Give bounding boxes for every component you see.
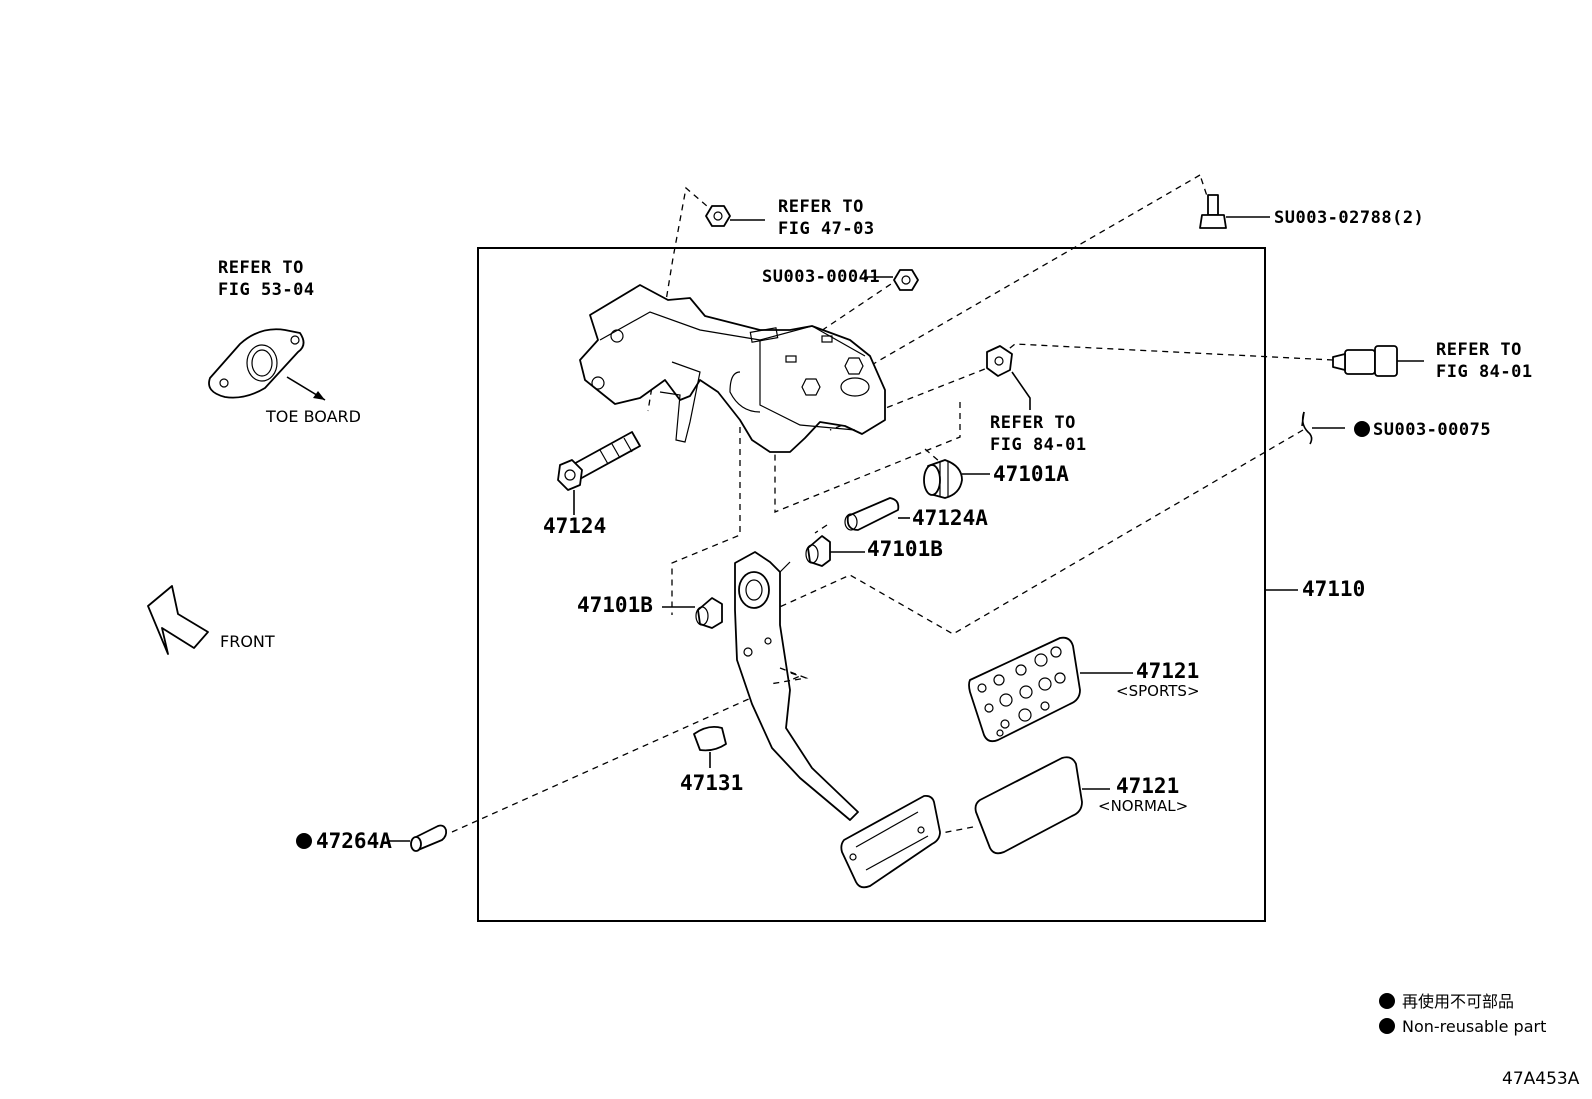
- ref-fig-84-01-switch-line1: REFER TO: [1436, 340, 1522, 360]
- pedal-pad-sports: [968, 636, 1133, 743]
- collar-47124A: [844, 497, 910, 531]
- figure-code: 47A453A: [1502, 1069, 1580, 1089]
- label-47131: 47131: [680, 771, 743, 795]
- ref-fig-53-04-line2: FIG 53-04: [218, 280, 315, 300]
- label-47101A: 47101A: [993, 462, 1069, 486]
- nut-su003-00041: [864, 269, 919, 291]
- legend-en: Non-reusable part: [1402, 1017, 1546, 1036]
- ref-fig-84-01-switch-line2: FIG 84-01: [1436, 362, 1533, 382]
- ref-fig-53-04-line1: REFER TO: [218, 258, 304, 278]
- label-47101B-right: 47101B: [867, 537, 943, 561]
- label-front: FRONT: [220, 632, 275, 651]
- label-47124: 47124: [543, 514, 606, 538]
- label-su003-00041: SU003-00041: [762, 267, 880, 287]
- legend-bullet-en: [1379, 1018, 1395, 1034]
- ref-fig-47-03-line1: REFER TO: [778, 197, 864, 217]
- label-sports: <SPORTS>: [1116, 682, 1200, 700]
- pin-47264A: [388, 824, 448, 852]
- nonreusable-bullet-su003-00075: [1354, 421, 1370, 437]
- stopper-47131: [693, 725, 727, 768]
- toe-board-gasket: [208, 328, 326, 401]
- pedal-pad-base: [840, 794, 941, 889]
- ref-fig-47-03-line2: FIG 47-03: [778, 219, 875, 239]
- label-47101B-left: 47101B: [577, 593, 653, 617]
- switch-fig-84-01: [1332, 345, 1424, 377]
- bushing-47101B-left: [662, 597, 723, 629]
- bolt-47124: [557, 431, 641, 515]
- pedal-bracket: [579, 284, 886, 453]
- clip-su003-00075: [1301, 411, 1345, 445]
- label-su003-02788: SU003-02788(2): [1274, 208, 1424, 228]
- legend-bullet-jp: [1379, 993, 1395, 1009]
- brake-pedal-arm: [734, 551, 859, 821]
- nonreusable-bullet-47264A: [296, 833, 312, 849]
- nut-fig-47-03: [705, 205, 765, 227]
- label-47124A: 47124A: [912, 506, 988, 530]
- ref-fig-84-01-bracket-line2: FIG 84-01: [990, 435, 1087, 455]
- assembly-box: [477, 247, 1266, 922]
- label-47121-normal: 47121: [1116, 774, 1179, 798]
- pedal-pad-normal: [974, 756, 1110, 855]
- label-47121-sports: 47121: [1136, 659, 1199, 683]
- label-47264A: 47264A: [316, 829, 392, 853]
- bolt-su003-02788: [1199, 194, 1270, 229]
- bracket-fig-84-01: [986, 345, 1031, 410]
- label-toe-board: TOE BOARD: [265, 407, 361, 426]
- label-47110: 47110: [1302, 577, 1365, 601]
- front-arrow-icon: [147, 585, 209, 655]
- bushing-47101A: [923, 459, 990, 499]
- ref-fig-84-01-bracket-line1: REFER TO: [990, 413, 1076, 433]
- label-su003-00075: SU003-00075: [1373, 420, 1491, 440]
- legend-jp: 再使用不可部品: [1402, 992, 1514, 1011]
- label-normal: <NORMAL>: [1098, 797, 1188, 815]
- bushing-47101B-right: [805, 535, 865, 567]
